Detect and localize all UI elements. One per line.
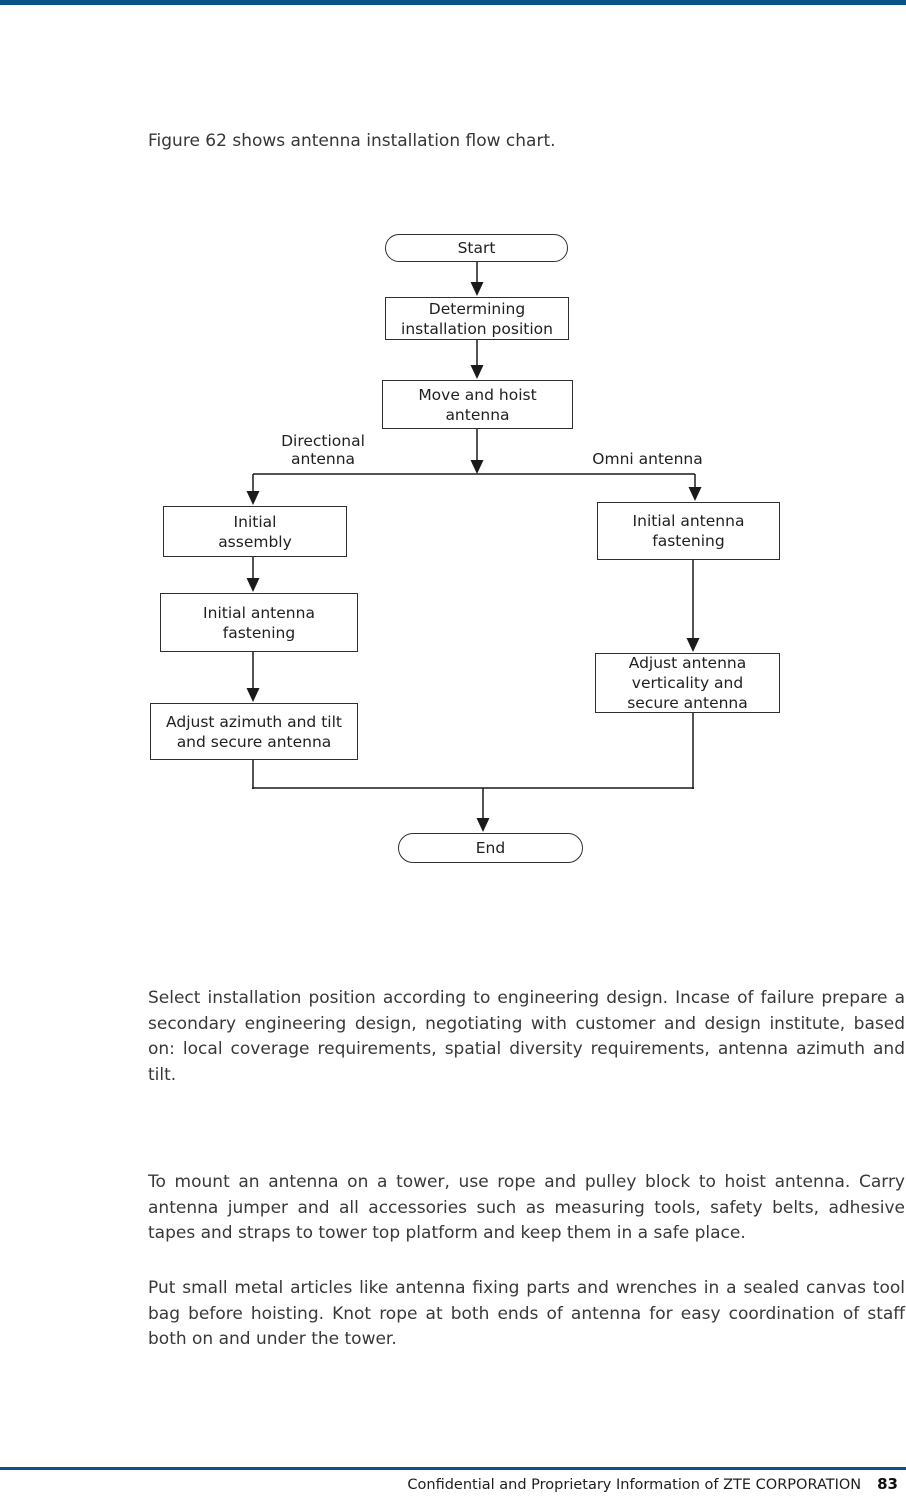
body-paragraph: Put small metal articles like antenna fi…	[148, 1278, 905, 1349]
flow-node-adjust-verticality: Adjust antenna verticality and secure an…	[595, 653, 780, 713]
flow-node-determine-position: Determining installation position	[385, 297, 569, 340]
branch-label-directional: Directional antenna	[281, 432, 365, 468]
antenna-installation-flowchart: Start Determining installation position …	[150, 234, 780, 863]
footer-confidentiality-text: Confidential and Proprietary Information…	[407, 1477, 862, 1493]
branch-label-omni: Omni antenna	[592, 450, 703, 468]
page-footer: Confidential and Proprietary Information…	[0, 1475, 898, 1493]
flow-node-initial-assembly: Initial assembly	[163, 506, 347, 557]
footer-page-number: 83	[877, 1475, 898, 1493]
flow-node-adjust-azimuth-tilt: Adjust azimuth and tilt and secure anten…	[150, 703, 358, 760]
flow-node-initial-fastening-directional: Initial antenna fastening	[160, 593, 358, 652]
figure-caption: Figure 62 shows antenna installation flo…	[148, 131, 556, 151]
footer-accent-line	[0, 1467, 906, 1470]
body-paragraph: To mount an antenna on a tower, use rope…	[148, 1172, 905, 1243]
flow-node-start: Start	[385, 234, 568, 262]
flow-node-move-hoist: Move and hoist antenna	[382, 380, 573, 429]
flow-node-initial-fastening-omni: Initial antenna fastening	[597, 502, 780, 560]
flow-node-end: End	[398, 833, 583, 863]
header-accent-bar	[0, 0, 906, 5]
flow-connectors	[246, 262, 702, 832]
body-paragraph: Select installation position according t…	[148, 988, 905, 1085]
